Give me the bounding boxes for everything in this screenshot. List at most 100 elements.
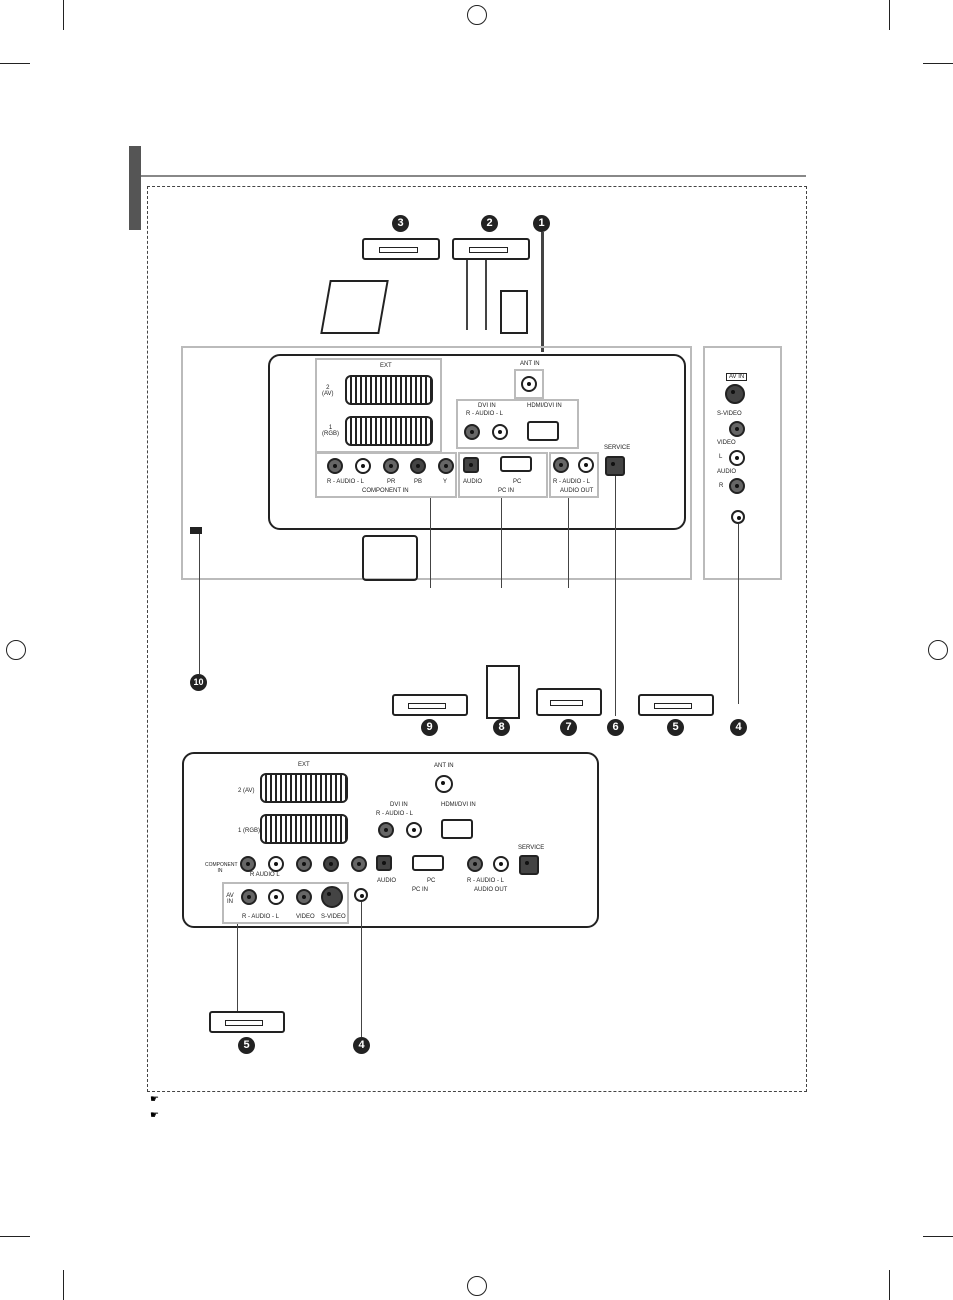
alt-headphone-jack[interactable]: [354, 888, 368, 902]
registration-mark-icon: [467, 5, 487, 25]
alt-s-video-label: S-VIDEO: [321, 914, 346, 920]
ant-in-group: [514, 369, 544, 399]
device-dvd: [452, 238, 530, 260]
cable: [501, 498, 502, 588]
alt-component-pb-jack[interactable]: [323, 856, 339, 872]
alt-av-in-label: AV IN: [226, 893, 234, 905]
side-audio-r-jack[interactable]: [729, 478, 745, 494]
ext-label: EXT: [380, 363, 392, 369]
alt-av-video-jack[interactable]: [296, 889, 312, 905]
component-audio-l-jack[interactable]: [355, 458, 371, 474]
alt-s-video-jack[interactable]: [321, 886, 343, 908]
alt-hdmi-port[interactable]: [441, 819, 473, 839]
component-pb-label: PB: [414, 479, 423, 485]
pc-vga-port[interactable]: [500, 456, 532, 472]
alt-dvi-audio-l-jack[interactable]: [406, 822, 422, 838]
device-component: [392, 694, 468, 716]
device-camcorder: [638, 694, 714, 716]
dvi-in-label: DVI IN: [478, 403, 496, 409]
alt-pc-in-label: PC IN: [412, 887, 429, 893]
hdmi-dvi-in-label: HDMI/DVI IN: [527, 403, 562, 409]
crop-mark: [0, 1236, 30, 1237]
component-y-label: Y: [443, 479, 448, 485]
alt-dvi-in-label: DVI IN: [390, 802, 408, 808]
antenna-cable: [541, 232, 544, 352]
crop-mark: [0, 63, 30, 64]
alt-dvi-audio-r-jack[interactable]: [378, 822, 394, 838]
note-hand-icon: ☛: [150, 1110, 159, 1121]
side-r-label: R: [719, 483, 724, 489]
callout-6: 6: [607, 719, 624, 736]
device-camcorder: [209, 1011, 285, 1033]
alt-scart-2-label: 2 (AV): [238, 788, 255, 794]
alt-scart-1-label: 1 (RGB): [238, 828, 261, 834]
component-y-jack[interactable]: [438, 458, 454, 474]
callout-4: 4: [353, 1037, 370, 1054]
alt-scart-2-port[interactable]: [260, 773, 348, 803]
alt-ant-in-label: ANT IN: [434, 763, 454, 769]
cable: [485, 260, 487, 330]
component-pr-jack[interactable]: [383, 458, 399, 474]
scart-2-label: 2 (AV): [322, 385, 334, 397]
crop-mark: [923, 1236, 953, 1237]
component-pb-jack[interactable]: [410, 458, 426, 474]
side-video-jack[interactable]: [729, 421, 745, 437]
dvi-audio-r-jack[interactable]: [464, 424, 480, 440]
cable: [615, 476, 616, 716]
pc-audio-jack[interactable]: [463, 457, 479, 473]
note-hand-icon: ☛: [150, 1094, 159, 1105]
alt-audio-out-l-jack[interactable]: [493, 856, 509, 872]
pc-audio-label: AUDIO: [463, 479, 483, 485]
alt-audio-out-r-jack[interactable]: [467, 856, 483, 872]
alt-pc-vga-port[interactable]: [412, 855, 444, 871]
alt-component-y-jack[interactable]: [351, 856, 367, 872]
alt-pc-audio-jack[interactable]: [376, 855, 392, 871]
alt-video-label: VIDEO: [296, 914, 315, 920]
alt-component-audio-label: R AUDIO L: [250, 872, 280, 878]
scart-2-port[interactable]: [345, 375, 433, 405]
diagram-frame: [147, 186, 807, 1092]
side-s-video-jack[interactable]: [725, 384, 745, 404]
alt-ant-in-port[interactable]: [435, 775, 453, 793]
alt-av-audio-l-jack[interactable]: [268, 889, 284, 905]
alt-component-pr-jack[interactable]: [296, 856, 312, 872]
dvi-audio-l-jack[interactable]: [492, 424, 508, 440]
side-audio-l-jack[interactable]: [729, 450, 745, 466]
audio-out-r-jack[interactable]: [553, 457, 569, 473]
component-audio-r-jack[interactable]: [327, 458, 343, 474]
alt-component-audio-l-jack[interactable]: [268, 856, 284, 872]
device-vcr: [362, 238, 440, 260]
callout-3: 3: [392, 215, 409, 232]
alt-av-audio-r-jack[interactable]: [241, 889, 257, 905]
cable: [466, 260, 468, 330]
alt-service-port[interactable]: [519, 855, 539, 875]
headphone-jack[interactable]: [731, 510, 745, 524]
pc-in-group: [458, 452, 548, 498]
crop-mark: [923, 63, 953, 64]
component-audio-label: R - AUDIO - L: [327, 479, 365, 485]
side-panel-area: [703, 346, 782, 580]
header-rule: [141, 175, 806, 177]
alt-component-audio-r-jack[interactable]: [240, 856, 256, 872]
callout-1: 1: [533, 215, 550, 232]
alt-scart-1-port[interactable]: [260, 814, 348, 844]
ant-in-port[interactable]: [521, 376, 537, 392]
cable: [738, 524, 739, 704]
cable: [568, 498, 569, 588]
service-port[interactable]: [605, 456, 625, 476]
tv-back-panel: [268, 354, 686, 530]
component-pr-label: PR: [387, 479, 396, 485]
audio-out-l-jack[interactable]: [578, 457, 594, 473]
hdmi-port[interactable]: [527, 421, 559, 441]
crop-mark: [63, 1270, 64, 1300]
callout-10: 10: [190, 674, 207, 691]
scart-1-port[interactable]: [345, 416, 433, 446]
dvi-hdmi-group: [456, 399, 579, 449]
cable: [361, 902, 362, 1037]
side-video-label: VIDEO: [717, 440, 736, 446]
audio-out-group: [549, 452, 599, 498]
side-l-label: L: [719, 454, 723, 460]
power-inlet[interactable]: [362, 535, 418, 581]
callout-5: 5: [238, 1037, 255, 1054]
